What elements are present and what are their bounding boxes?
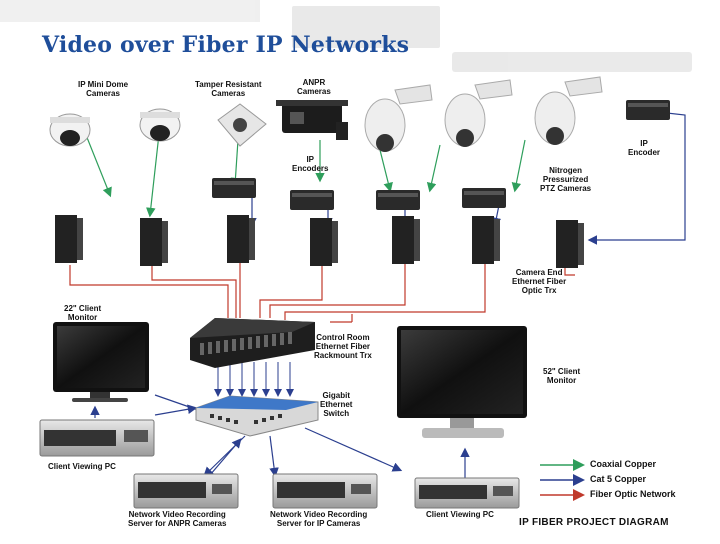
legend-fiber-label: Fiber Optic Network (590, 489, 676, 499)
ip-encoder-3 (376, 190, 420, 210)
label-client-viewing-pc-right: Client Viewing PC (426, 510, 494, 519)
label-mini-dome-cameras: IP Mini Dome Cameras (78, 80, 129, 98)
mini-dome-camera-2 (139, 108, 181, 142)
ip-encoder-5 (626, 100, 670, 120)
fiber-lines (69, 262, 575, 323)
label-22-client-monitor: 22" Client Monitor (64, 304, 102, 322)
monitor-22-inch (53, 322, 149, 402)
label-anpr-cameras: ANPR Cameras (297, 78, 331, 96)
fiber-transceiver-6 (472, 216, 500, 264)
label-gigabit-switch: Gigabit Ethernet Switch (320, 391, 353, 418)
ptz-camera-3 (534, 76, 603, 145)
fiber-transceiver-7 (556, 220, 584, 268)
legend-cat5-label: Cat 5 Copper (590, 474, 647, 484)
nvr-server-anpr (133, 473, 239, 509)
label-ip-encoders: IP Encoders (292, 155, 329, 173)
label-client-viewing-pc-left: Client Viewing PC (48, 462, 116, 471)
monitor-52-inch (397, 326, 527, 438)
label-ip-encoder: IP Encoder (628, 139, 661, 157)
background-rack-graphic (0, 0, 692, 72)
ptz-camera-2 (444, 79, 513, 147)
cat5-lines (90, 109, 686, 480)
ptz-camera-1 (364, 84, 433, 152)
ip-encoder-2 (290, 190, 334, 210)
ip-encoder-4 (462, 188, 506, 208)
label-nvr-ip: Network Video Recording Server for IP Ca… (270, 510, 368, 528)
tamper-resistant-camera (217, 103, 267, 147)
gigabit-switch (195, 395, 319, 437)
page-title: Video over Fiber IP Networks (42, 32, 410, 58)
label-nvr-anpr: Network Video Recording Server for ANPR … (128, 510, 227, 528)
fiber-transceiver-1 (55, 215, 83, 263)
legend-coax-label: Coaxial Copper (590, 459, 657, 469)
mini-dome-camera-1 (49, 113, 91, 147)
label-52-client-monitor: 52" Client Monitor (543, 367, 581, 385)
label-nitrogen-ptz-cameras: Nitrogen Pressurized PTZ Cameras (540, 166, 592, 193)
fiber-transceiver-3 (227, 215, 255, 263)
fiber-transceiver-5 (392, 216, 420, 264)
fiber-transceiver-2 (140, 218, 168, 266)
legend (540, 459, 585, 501)
nvr-server-ip (272, 473, 378, 509)
client-viewing-pc-left (39, 419, 155, 457)
label-tamper-resistant-cameras: Tamper Resistant Cameras (195, 80, 262, 98)
rackmount-transceiver (190, 318, 315, 368)
switch-uplinks (214, 362, 294, 397)
client-viewing-pc-right (414, 477, 520, 509)
label-camera-end-trx: Camera End Ethernet Fiber Optic Trx (512, 268, 567, 295)
anpr-camera (276, 100, 348, 140)
diagram-title: IP FIBER PROJECT DIAGRAM (519, 517, 669, 528)
fiber-transceiver-4 (310, 218, 338, 266)
label-control-room-trx: Control Room Ethernet Fiber Rackmount Tr… (314, 333, 372, 360)
ip-encoder-1 (212, 178, 256, 198)
